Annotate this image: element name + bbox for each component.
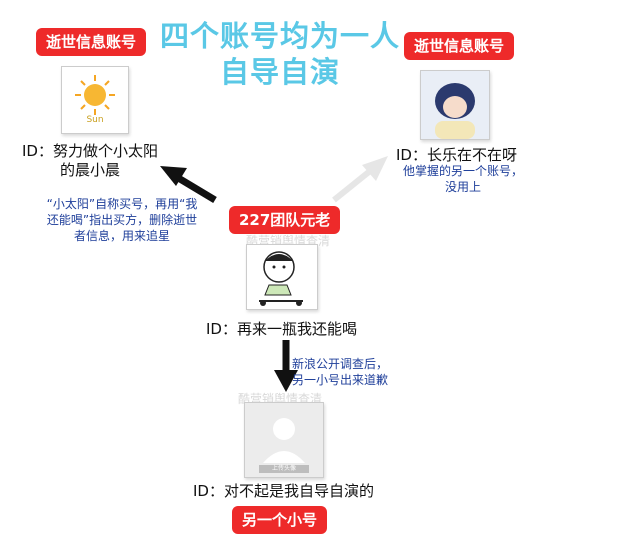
id-center: ID：再来一瓶我还能喝 — [206, 320, 357, 338]
avatar-top-left: Sun — [61, 66, 129, 134]
avatar-top-right — [420, 70, 490, 140]
avatar-bottom: 上传头像 — [244, 402, 324, 478]
note-top-right-line-1: 他掌握的另一个账号， — [402, 164, 523, 178]
arrow-to-top-left — [160, 166, 217, 204]
id-top-right: ID：长乐在不在呀 — [396, 146, 517, 164]
note-down-line-2: 另一小号出来道歉 — [292, 373, 389, 387]
avatar-center — [246, 244, 318, 310]
note-left: “小太阳”自称买号，再用“我 还能喝”指出买方，删除逝世 者信息，用来追星 — [22, 196, 222, 244]
avatar-caption-upload: 上传头像 — [271, 465, 296, 472]
note-down-line-1: 新浪公开调查后， — [292, 357, 389, 371]
note-left-line-1: “小太阳”自称买号，再用“我 — [46, 197, 198, 211]
id-bottom: ID：对不起是我自导自演的 — [193, 482, 374, 500]
badge-top-right: 逝世信息账号 — [404, 32, 515, 60]
id-top-left-line-1: ID：努力做个小太阳 — [22, 142, 158, 160]
note-top-right: 他掌握的另一个账号， 没用上 — [398, 163, 528, 195]
note-left-line-2: 还能喝”指出买方，删除逝世 — [46, 213, 198, 227]
scooter-boy-icon — [259, 251, 303, 306]
id-top-left-line-2: 的晨小晨 — [60, 161, 121, 179]
note-top-right-line-2: 没用上 — [444, 180, 481, 194]
title-line-2: 自导自演 — [219, 55, 340, 89]
avatar-caption-sun: Sun — [86, 115, 104, 125]
id-top-left: ID：努力做个小太阳 的晨小晨 — [22, 142, 158, 180]
note-down: 新浪公开调查后， 另一小号出来道歉 — [292, 356, 412, 388]
badge-center: 227团队元老 — [229, 206, 341, 234]
default-user-icon — [259, 418, 309, 473]
arrow-down — [274, 340, 298, 392]
badge-bottom: 另一个小号 — [232, 506, 328, 534]
sun-icon — [75, 75, 115, 115]
arrow-to-top-right — [332, 156, 388, 203]
title-line-1: 四个账号均为一人 — [160, 19, 401, 53]
note-left-line-3: 者信息，用来追星 — [73, 229, 170, 243]
diagram-title: 四个账号均为一人 自导自演 — [160, 18, 400, 90]
anime-girl-icon — [421, 71, 489, 139]
badge-top-left: 逝世信息账号 — [36, 28, 147, 56]
